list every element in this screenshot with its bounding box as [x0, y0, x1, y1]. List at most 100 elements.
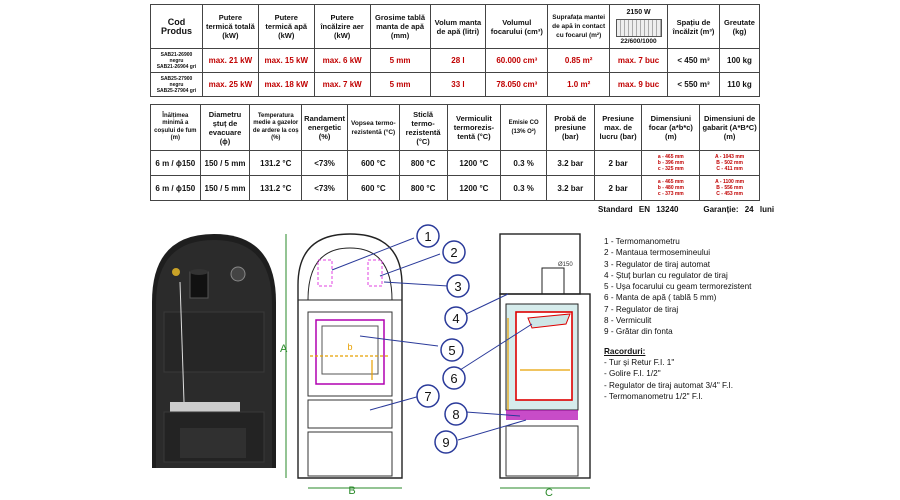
- legend-item: 8 - Vermiculit: [604, 316, 652, 326]
- header-putere-apa: Putere termică apă (kW): [257, 4, 315, 49]
- cell-inaltime: 6 m / ϕ150: [150, 150, 201, 176]
- cell-putere-aer: max. 6 kW: [313, 48, 371, 73]
- callout-8: 8: [444, 402, 468, 426]
- garantie-text: Garanție: 24 luni: [703, 205, 775, 214]
- cod-gri: SAB25-27904 gri: [156, 87, 197, 94]
- header-spatiu: Spațiu de încălzit (m³): [667, 4, 720, 49]
- cell-temperatura: 131.2 °C: [249, 175, 303, 201]
- header-presiune-max: Presiune max. de lucru (bar): [593, 104, 643, 151]
- table-row: 6 m / ϕ150 150 / 5 mm 131.2 °C <73% 600 …: [150, 175, 760, 201]
- cell-greutate: 100 kg: [718, 48, 761, 73]
- standard-line: Standard EN 13240 Garanție: 24 luni: [598, 205, 774, 214]
- radiator-watt: 2150 W: [626, 8, 651, 16]
- cell-spatiu: < 550 m³: [667, 72, 720, 97]
- parts-legend: 1 - Termomanometru 2 - Mantaua termosemi…: [604, 236, 751, 402]
- cell-proba: 3.2 bar: [545, 150, 595, 176]
- radiator-icon: [615, 18, 662, 37]
- legend-item: 9 - Grătar din fonta: [604, 327, 673, 337]
- dim-A-label: A: [280, 343, 288, 355]
- cell-emisie: 0.3 %: [500, 175, 547, 201]
- callout-1: 1: [416, 224, 440, 248]
- stove-back-photo: [152, 234, 276, 468]
- header-randament: Randament energetic (%): [301, 104, 348, 151]
- header-cod-produs: Cod Produs: [150, 4, 203, 49]
- gabarit-c: C - 453 mm: [716, 191, 743, 197]
- callout-2: 2: [442, 240, 466, 264]
- header-volum-manta: Volum manta de apă (litri): [429, 4, 487, 49]
- header-temperatura-gaze: Temperatura medie a gazelor de ardere la…: [249, 104, 303, 151]
- cell-putere-apa: max. 18 kW: [257, 72, 315, 97]
- header-putere-aer: Putere încălzire aer (kW): [313, 4, 371, 49]
- cell-vopsea: 600 °C: [347, 150, 400, 176]
- focar-c: c - 325 mm: [657, 166, 684, 172]
- dim-B-label: B: [348, 485, 355, 497]
- cell-vermiculit: 1200 °C: [446, 175, 502, 201]
- header-vermiculit: Vermiculit termorezis-tentă (°C): [446, 104, 502, 151]
- cell-volum-focar: 60.000 cm³: [485, 48, 549, 73]
- svg-text:1: 1: [424, 229, 431, 244]
- cell-diametru: 150 / 5 mm: [199, 175, 251, 201]
- cell-presiune: 2 bar: [593, 175, 643, 201]
- gabarit-b: B - 556 mm: [716, 185, 743, 191]
- cell-gabarit: A - 1100 mm B - 556 mm C - 453 mm: [699, 175, 760, 201]
- legend-item: 2 - Mantaua termosemineului: [604, 248, 711, 258]
- header-vopsea: Vopsea termo-rezistentă (°C): [347, 104, 400, 151]
- specs-table-technical: Înălțimea minimă a coșului de fum (m) Di…: [150, 104, 760, 201]
- cell-putere-aer: max. 7 kW: [313, 72, 371, 97]
- dim-b-label: b: [347, 342, 352, 352]
- cell-inaltime: 6 m / ϕ150: [150, 175, 201, 201]
- cell-greutate: 110 kg: [718, 72, 761, 97]
- cell-sticla: 800 °C: [398, 175, 448, 201]
- legend-item: 6 - Manta de apă ( tablă 5 mm): [604, 293, 717, 303]
- cod-negru: SAB25-27900 negru: [160, 75, 193, 88]
- cell-suprafata: 1.0 m²: [547, 72, 611, 97]
- focar-c: c - 373 mm: [657, 191, 684, 197]
- side-view: [499, 233, 591, 489]
- cell-spatiu: < 450 m³: [667, 48, 720, 73]
- racord-item: - Tur și Retur F.I. 1": [604, 357, 675, 367]
- header-putere-totala: Putere termică totală (kW): [201, 4, 259, 49]
- header-dim-focar: Dimensiuni focar (a*b*c) (m): [641, 104, 701, 151]
- cell-gabarit: A - 1043 mm B - 502 mm C - 411 mm: [699, 150, 760, 176]
- gabarit-a: A - 1100 mm: [715, 179, 745, 185]
- cell-focar: a - 465 mm b - 480 mm c - 373 mm: [641, 175, 701, 201]
- header-dim-gabarit: Dimensiuni de gabarit (A*B*C) (m): [699, 104, 760, 151]
- cod-negru: SAB21-26900 negru: [160, 51, 193, 64]
- cell-radiatoare: max. 9 buc: [609, 72, 669, 97]
- svg-text:8: 8: [452, 407, 459, 422]
- cell-putere-totala: max. 21 kW: [201, 48, 259, 73]
- cell-vermiculit: 1200 °C: [446, 150, 502, 176]
- flue-diameter-label: Ø150: [558, 262, 573, 268]
- cell-radiatoare: max. 7 buc: [609, 48, 669, 73]
- header-radiator: 2150 W 22/600/1000: [609, 4, 669, 49]
- cell-focar: a - 465 mm b - 396 mm c - 325 mm: [641, 150, 701, 176]
- cell-vopsea: 600 °C: [347, 175, 400, 201]
- table-row: 6 m / ϕ150 150 / 5 mm 131.2 °C <73% 600 …: [150, 150, 760, 176]
- header-volum-focar: Volumul focarului (cm³): [485, 4, 549, 49]
- legend-item: 3 - Regulator de tiraj automat: [604, 259, 711, 269]
- header-suprafata-manta: Suprafața mantei de apă în contact cu fo…: [547, 4, 611, 49]
- legend-item: 5 - Ușa focarului cu geam termorezistent: [604, 282, 752, 292]
- cell-emisie: 0.3 %: [500, 150, 547, 176]
- cell-putere-totala: max. 25 kW: [201, 72, 259, 97]
- racord-item: - Termomanometru 1/2" F.I.: [604, 391, 703, 401]
- cell-grosime: 5 mm: [369, 48, 431, 73]
- callout-4: 4: [444, 306, 468, 330]
- header-inaltime-cos: Înălțimea minimă a coșului de fum (m): [150, 104, 201, 151]
- svg-text:2: 2: [450, 245, 457, 260]
- technical-drawing: b B A a c C Ø150 1 2 3 4 5 6 7: [280, 224, 591, 499]
- cell-grosime: 5 mm: [369, 72, 431, 97]
- gabarit-b: B - 502 mm: [716, 160, 743, 166]
- legend-item: 1 - Termomanometru: [604, 237, 680, 246]
- cod-gri: SAB21-26904 gri: [156, 63, 197, 70]
- svg-text:3: 3: [454, 279, 461, 294]
- cell-temperatura: 131.2 °C: [249, 150, 303, 176]
- header-grosime-tabla: Grosime tablă manta de apă (mm): [369, 4, 431, 49]
- header-emisie-co: Emisie CO (13% O²): [500, 104, 547, 151]
- cell-suprafata: 0.85 m²: [547, 48, 611, 73]
- gabarit-c: C - 411 mm: [716, 166, 743, 172]
- cell-proba: 3.2 bar: [545, 175, 595, 201]
